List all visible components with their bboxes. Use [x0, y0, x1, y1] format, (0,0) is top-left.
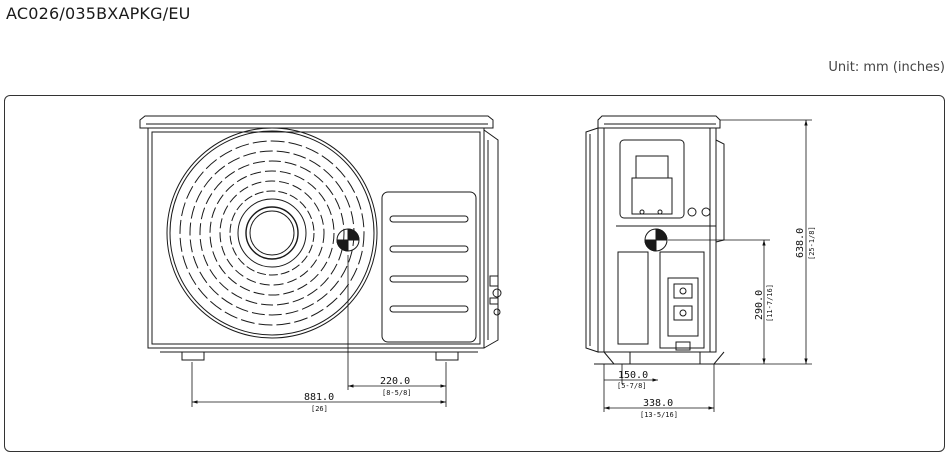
- front-side-edge: [483, 129, 499, 349]
- model-title: AC026/035BXAPKG/EU: [6, 4, 191, 23]
- dim-150-in: [5-7/8]: [617, 382, 647, 390]
- terminal-block: [673, 283, 693, 351]
- front-cg-mark: [336, 228, 360, 252]
- fan-grille: [166, 127, 378, 339]
- dim-220-in: [8-5/8]: [382, 389, 412, 397]
- dim-290-in: [11-7/16]: [766, 284, 774, 322]
- side-foot-right: [699, 351, 725, 365]
- front-view: [139, 115, 502, 361]
- side-terminal-cover: [659, 251, 705, 349]
- side-grille-edge: [585, 127, 599, 353]
- dim-881-in: [26]: [311, 405, 328, 413]
- dim-220-mm: 220.0: [380, 376, 410, 387]
- dim-338-in: [13-5/16]: [640, 411, 678, 419]
- drawing-frame: [4, 95, 945, 452]
- dim-638-mm: 638.0: [795, 228, 806, 258]
- dim-150-mm: 150.0: [618, 370, 648, 381]
- front-foot-right: [435, 351, 459, 361]
- front-body: [147, 127, 485, 349]
- service-valves: [489, 275, 502, 316]
- front-top-lid: [139, 115, 494, 129]
- side-foot-left: [603, 351, 631, 365]
- front-dimensions: [191, 255, 447, 407]
- side-dimensions: [603, 119, 812, 412]
- front-foot-left: [181, 351, 205, 361]
- louver-panel: [381, 191, 477, 343]
- dim-338-mm: 338.0: [643, 398, 673, 409]
- side-cg-mark: [644, 228, 668, 252]
- side-top: [597, 115, 721, 129]
- unit-note: Unit: mm (inches): [828, 60, 945, 75]
- dim-290-mm: 290.0: [754, 290, 765, 320]
- dim-881-mm: 881.0: [304, 392, 334, 403]
- side-lower-panel: [617, 251, 649, 345]
- dim-638-in: [25-1/8]: [808, 226, 816, 260]
- side-handle-recess: [619, 139, 685, 219]
